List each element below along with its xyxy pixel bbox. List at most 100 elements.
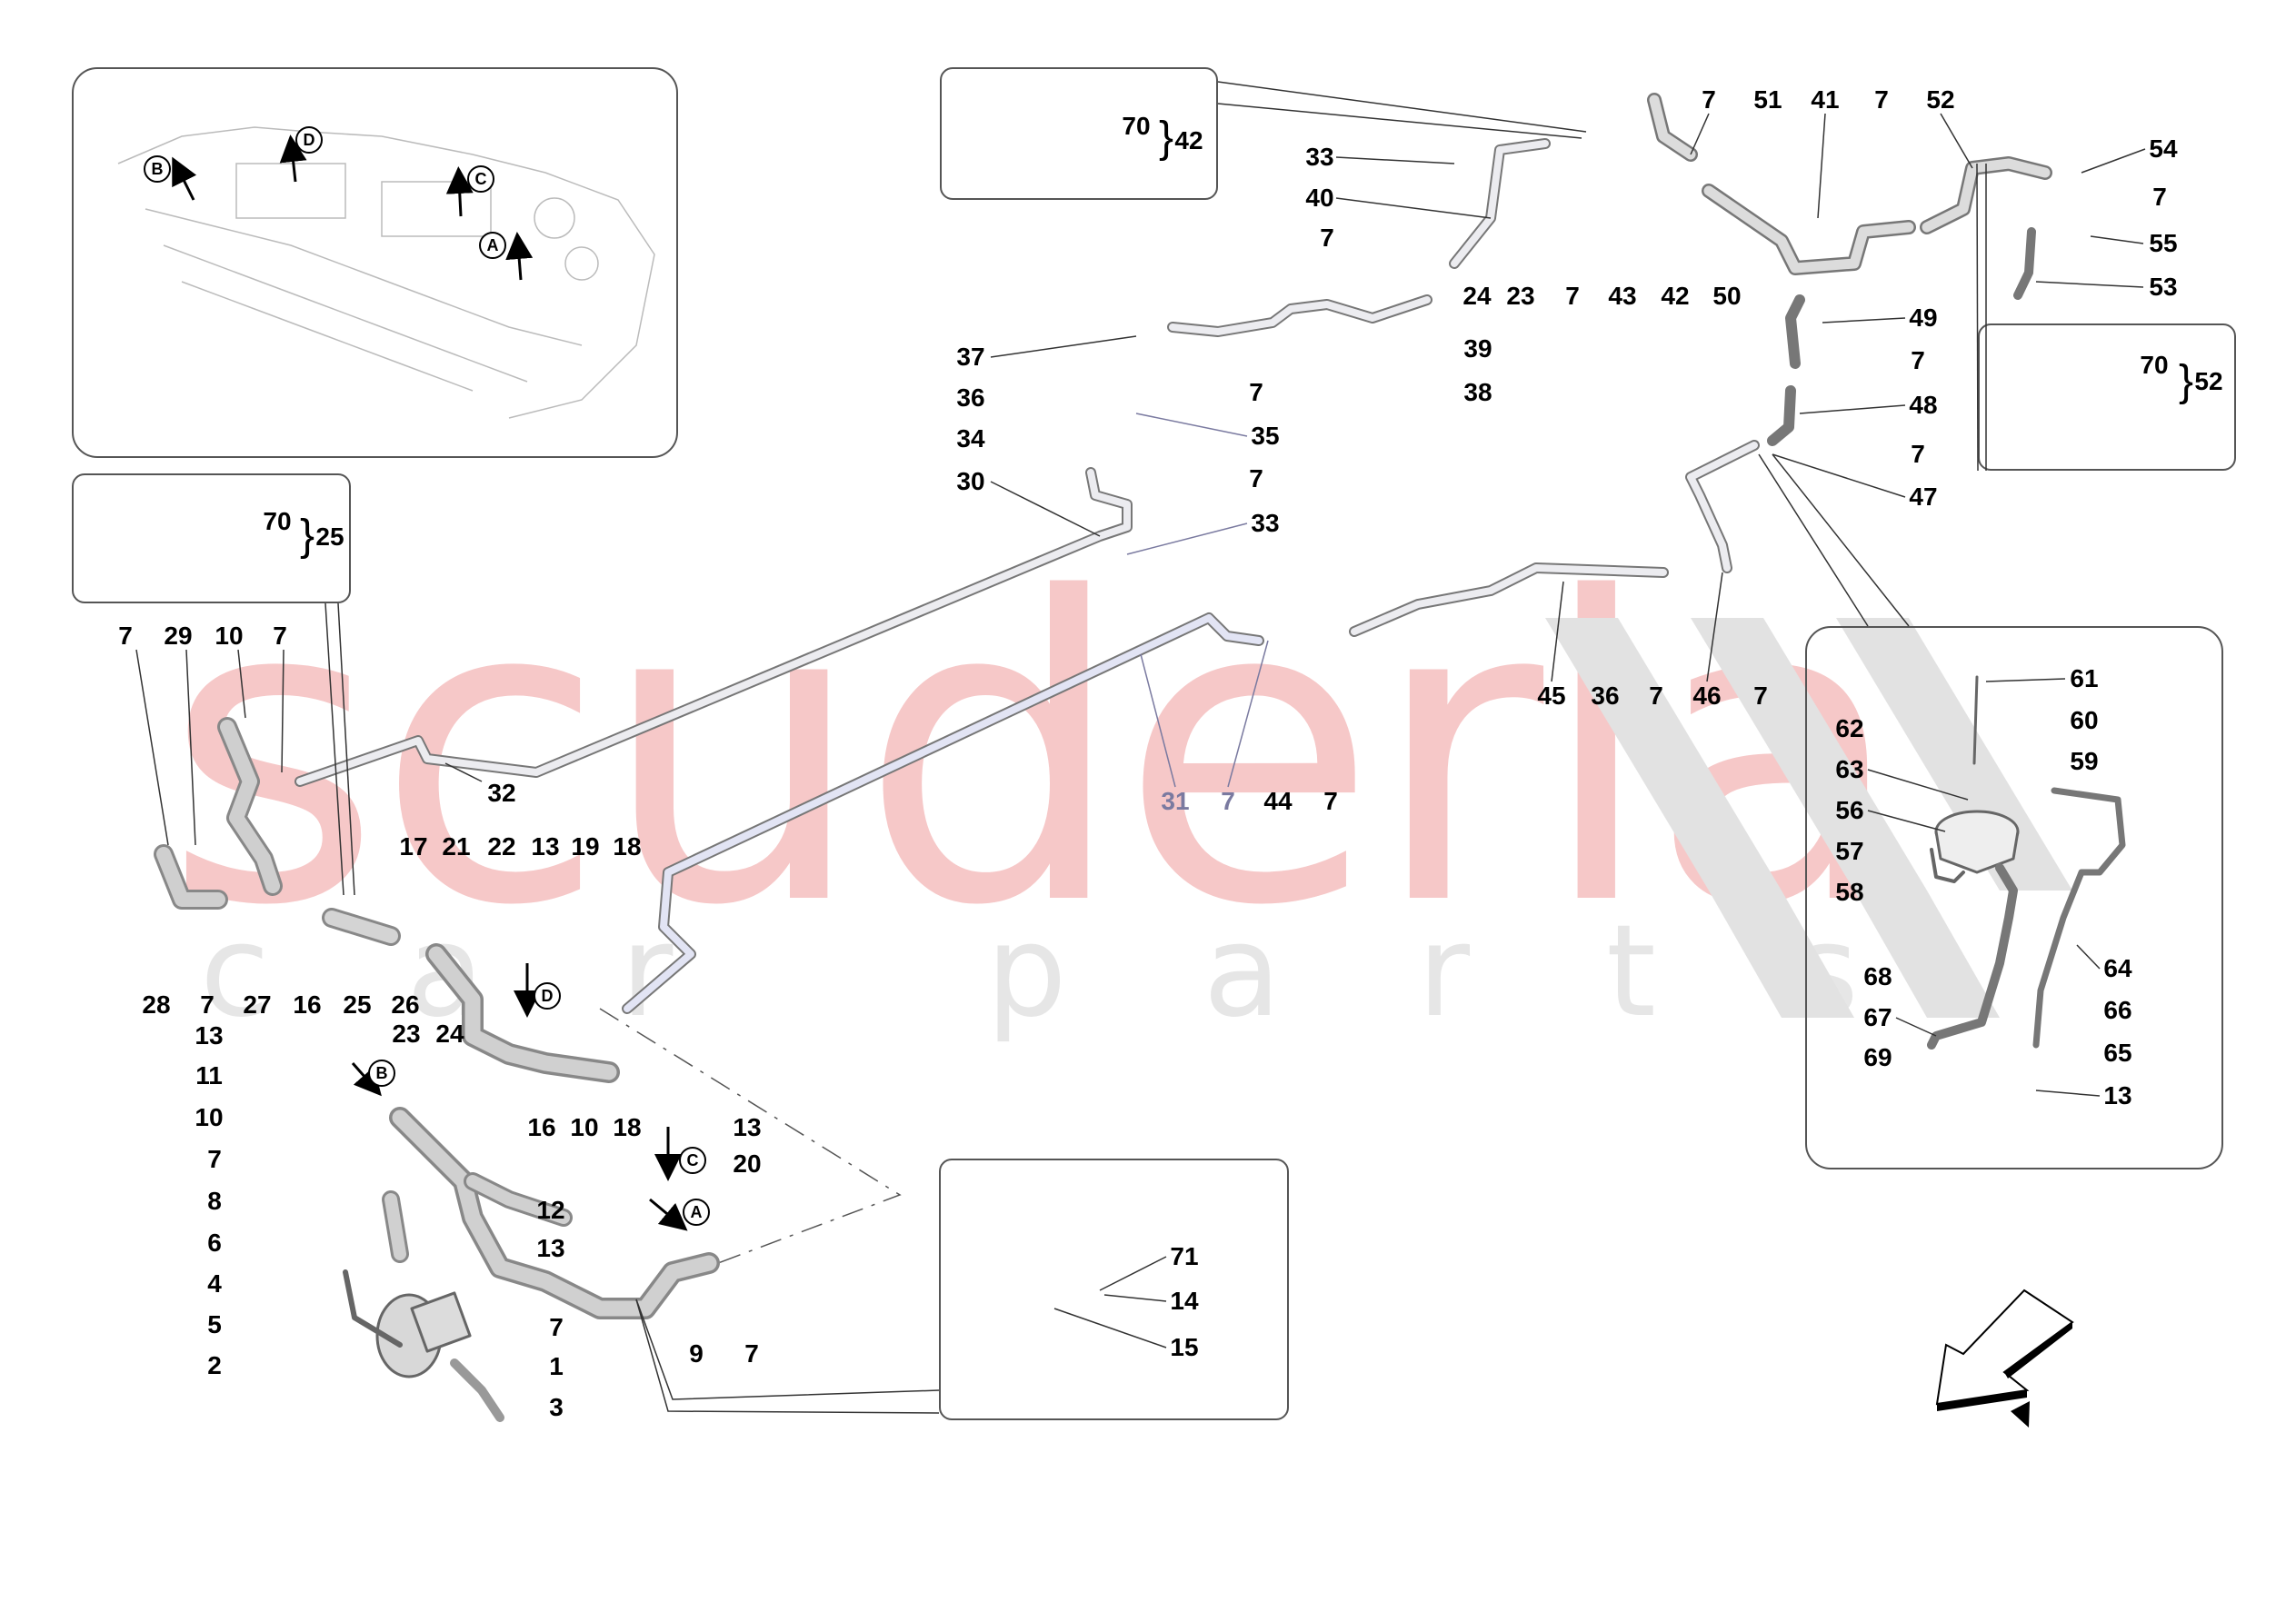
brace-52: }	[2178, 357, 2194, 405]
inset-callout: 65	[2103, 1039, 2132, 1067]
part-callout: 7	[2152, 183, 2167, 211]
part-callout: 53	[2149, 273, 2178, 301]
part-callout: 36	[1591, 682, 1620, 710]
part-callout: 18	[613, 1113, 642, 1141]
inset-callout: 25	[315, 522, 344, 551]
part-callout: 38	[1463, 378, 1492, 406]
inset-callout: 56	[1835, 796, 1864, 824]
part-callout: 7	[273, 622, 287, 650]
part-callout: 36	[956, 383, 985, 412]
part-callout: 10	[570, 1113, 599, 1141]
part-callout: 13	[531, 832, 560, 861]
flow-marker: D	[534, 982, 561, 1010]
engine-overview-inset	[72, 67, 678, 458]
part-callout: 7	[207, 1145, 222, 1173]
part-callout: 40	[1305, 184, 1334, 212]
part-callout: 7	[1249, 464, 1263, 493]
part-callout: 13	[536, 1234, 565, 1262]
detail-52-inset	[1978, 323, 2236, 471]
flow-marker: C	[467, 165, 494, 193]
part-callout: 43	[1608, 282, 1637, 310]
part-callout: 54	[2149, 134, 2178, 163]
inset-callout: 62	[1835, 714, 1864, 742]
part-callout: 22	[487, 832, 516, 861]
flow-marker: B	[368, 1060, 395, 1087]
part-callout: 10	[195, 1103, 224, 1131]
part-callout: 18	[613, 832, 642, 861]
part-callout: 49	[1909, 304, 1938, 332]
part-callout: 7	[1649, 682, 1663, 710]
detail-tank-inset	[1805, 626, 2223, 1169]
part-callout: 55	[2149, 229, 2178, 257]
part-callout: 20	[733, 1149, 762, 1178]
part-callout: 47	[1909, 483, 1938, 511]
inset-callout: 71	[1170, 1242, 1199, 1270]
inset-callout: 66	[2103, 996, 2132, 1024]
inset-callout: 52	[2194, 367, 2223, 395]
part-callout: 13	[195, 1021, 224, 1050]
part-callout: 28	[142, 990, 171, 1019]
part-callout: 23	[1506, 282, 1535, 310]
inset-callout: 58	[1835, 878, 1864, 906]
inset-callout: 42	[1174, 126, 1203, 154]
flow-marker: B	[144, 155, 171, 183]
flow-marker: C	[679, 1147, 706, 1174]
part-callout: 10	[215, 622, 244, 650]
detail-42-inset	[940, 67, 1218, 200]
inset-callout: 14	[1170, 1287, 1199, 1315]
part-callout: 7	[1911, 346, 1925, 374]
inset-callout: 15	[1170, 1333, 1199, 1361]
part-callout: 24	[435, 1020, 464, 1048]
part-callout: 51	[1753, 85, 1782, 114]
part-callout: 35	[1251, 422, 1280, 450]
part-callout: 7	[1874, 85, 1889, 114]
part-callout: 7	[1320, 224, 1334, 252]
inset-callout: 63	[1835, 755, 1864, 783]
part-callout: 3	[549, 1393, 564, 1421]
part-callout: 26	[391, 990, 420, 1019]
inset-callout: 69	[1863, 1043, 1892, 1071]
part-callout: 44	[1263, 787, 1293, 815]
part-callout: 32	[487, 779, 516, 807]
part-callout: 12	[536, 1196, 565, 1224]
part-callout: 30	[956, 467, 985, 495]
part-callout: 41	[1811, 85, 1840, 114]
part-callout: 7	[1565, 282, 1580, 310]
part-callout: 24	[1462, 282, 1492, 310]
part-callout: 6	[207, 1229, 222, 1257]
part-callout: 5	[207, 1310, 222, 1338]
inset-callout: 70	[1122, 112, 1151, 140]
part-callout: 1	[549, 1352, 564, 1380]
part-callout: 7	[118, 622, 133, 650]
part-callout: 7	[200, 990, 215, 1019]
inset-callout: 70	[2140, 351, 2169, 379]
part-callout: 8	[207, 1187, 222, 1215]
inset-callout: 59	[2070, 747, 2099, 775]
part-callout: 13	[733, 1113, 762, 1141]
part-callout: 42	[1661, 282, 1690, 310]
part-callout: 33	[1251, 509, 1280, 537]
part-callout: 11	[195, 1061, 223, 1090]
part-callout: 45	[1537, 682, 1566, 710]
part-callout: 4	[207, 1269, 222, 1298]
inset-callout: 13	[2103, 1081, 2132, 1110]
part-callout: 7	[1702, 85, 1716, 114]
brace-42: }	[1158, 114, 1174, 162]
direction-arrow-icon	[1935, 1289, 2074, 1428]
detail-clamp-inset	[939, 1159, 1289, 1420]
part-callout: 29	[164, 622, 193, 650]
part-callout: 48	[1909, 391, 1938, 419]
part-callout: 33	[1305, 143, 1334, 171]
part-callout: 7	[1221, 787, 1235, 815]
part-callout: 25	[343, 990, 372, 1019]
brace-25: }	[299, 512, 315, 560]
inset-callout: 67	[1863, 1003, 1892, 1031]
flow-marker: A	[479, 232, 506, 259]
part-callout: 2	[207, 1351, 222, 1379]
part-callout: 34	[956, 424, 985, 453]
inset-callout: 61	[2070, 664, 2099, 692]
part-callout: 9	[689, 1339, 704, 1368]
inset-callout: 60	[2070, 706, 2099, 734]
inset-callout: 64	[2103, 954, 2132, 982]
